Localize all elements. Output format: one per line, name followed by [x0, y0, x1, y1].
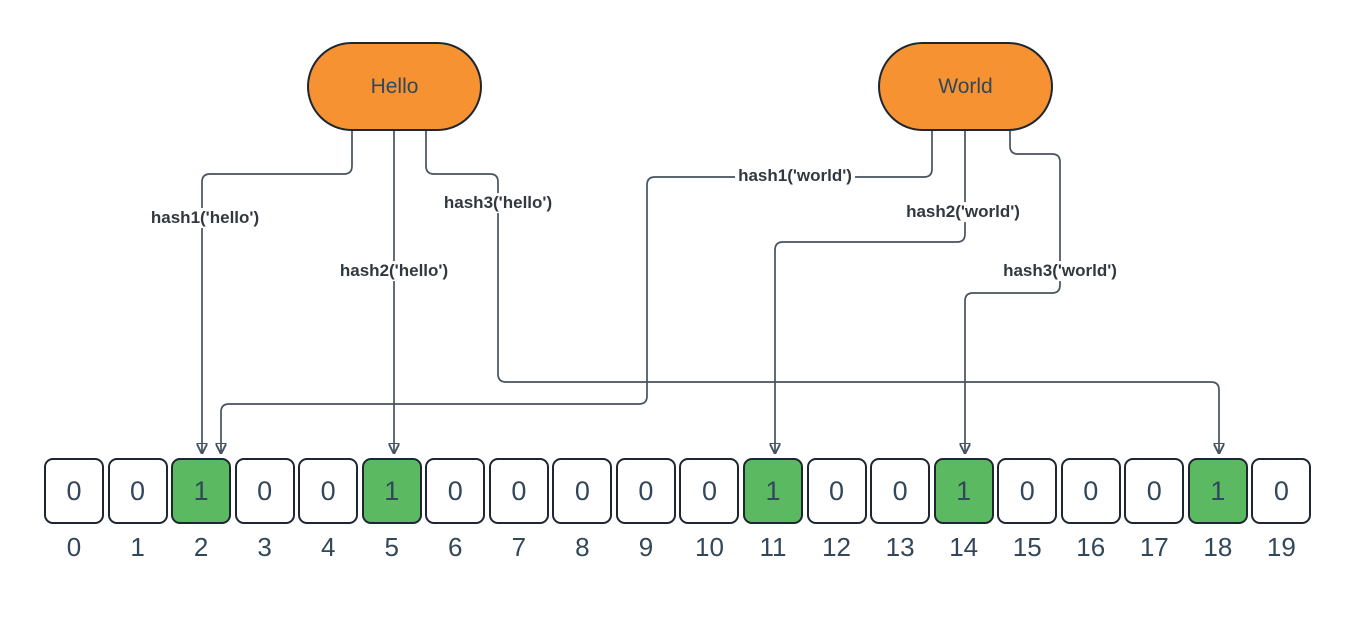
edge-hash1-hello [202, 131, 353, 453]
bit-index-5: 5 [384, 531, 399, 562]
bit-value: 0 [511, 475, 527, 506]
label-hash3-world: hash3('world') [1000, 261, 1120, 281]
bit-value: 0 [638, 475, 654, 506]
edge-hash3-hello [425, 131, 1219, 453]
bit-cell-9: 0 [615, 458, 676, 524]
bit-index-2: 2 [193, 531, 209, 562]
bit-row: 0 0 1 0 0 1 0 0 0 0 0 1 0 0 1 0 0 0 1 0 [44, 458, 1312, 524]
bit-index-13: 13 [885, 531, 915, 562]
bit-cell-5: 1 [361, 458, 422, 524]
bit-index-17: 17 [1139, 531, 1169, 562]
bit-cell-4: 0 [298, 458, 359, 524]
bit-index-9: 9 [638, 531, 654, 562]
bit-value: 1 [765, 475, 781, 506]
bit-value: 0 [1146, 475, 1162, 506]
bit-value: 0 [1273, 475, 1289, 506]
label-hash2-world: hash2('world') [903, 202, 1023, 222]
bit-value: 0 [701, 475, 717, 506]
bit-cell-13: 0 [870, 458, 931, 524]
bit-cell-6: 0 [425, 458, 486, 524]
bit-value: 0 [257, 475, 273, 506]
label-hash3-hello: hash3('hello') [440, 193, 556, 213]
bit-index-6: 6 [448, 531, 463, 562]
bit-cell-18: 1 [1187, 458, 1248, 524]
bit-value: 0 [574, 475, 590, 506]
edge-hash3-world [965, 131, 1061, 453]
bit-cell-10: 0 [679, 458, 740, 524]
bit-cell-7: 0 [488, 458, 549, 524]
label-hash1-world: hash1('world') [735, 166, 855, 186]
bit-cell-15: 0 [997, 458, 1058, 524]
node-world-label: World [938, 74, 993, 98]
bit-value: 0 [66, 475, 82, 506]
bit-index-7: 7 [511, 531, 527, 562]
bit-cell-8: 0 [552, 458, 613, 524]
bit-index-8: 8 [575, 531, 590, 562]
bit-index-14: 14 [949, 531, 979, 562]
bit-index-11: 11 [759, 531, 787, 562]
bit-value: 0 [1083, 475, 1099, 506]
edge-hash2-world [775, 131, 966, 453]
bit-index-15: 15 [1012, 531, 1042, 562]
bit-cell-3: 0 [234, 458, 295, 524]
bit-value: 1 [193, 475, 209, 506]
bit-cell-0: 0 [44, 458, 104, 524]
bit-value: 0 [1019, 475, 1035, 506]
node-hello: Hello [307, 42, 482, 131]
bit-value: 1 [1210, 475, 1226, 506]
bit-cell-14: 1 [933, 458, 994, 524]
bit-cell-11: 1 [743, 458, 804, 524]
bit-index-16: 16 [1076, 531, 1106, 562]
node-world: World [878, 42, 1053, 131]
bit-index-1: 1 [130, 531, 145, 562]
bit-cell-1: 0 [107, 458, 168, 524]
bit-index-4: 4 [320, 531, 336, 562]
bit-index-18: 18 [1203, 531, 1233, 562]
bit-value: 0 [447, 475, 463, 506]
node-hello-label: Hello [370, 74, 419, 98]
bit-value: 1 [956, 475, 972, 506]
bit-index-19: 19 [1266, 531, 1296, 562]
bit-cell-16: 0 [1060, 458, 1121, 524]
bit-value: 0 [892, 475, 908, 506]
bit-index-10: 10 [695, 531, 724, 562]
edge-hash1-world [221, 131, 933, 453]
bit-value: 0 [320, 475, 336, 506]
label-hash1-hello: hash1('hello') [147, 208, 263, 228]
bit-cell-12: 0 [806, 458, 867, 524]
bit-value: 1 [384, 475, 400, 506]
label-hash2-hello: hash2('hello') [336, 261, 452, 281]
bit-value: 0 [829, 475, 845, 506]
bit-value: 0 [130, 475, 146, 506]
bit-index-0: 0 [66, 531, 82, 562]
bit-index-12: 12 [822, 531, 852, 562]
bit-cell-19: 0 [1251, 458, 1312, 524]
bit-cell-17: 0 [1124, 458, 1185, 524]
bit-index-3: 3 [257, 531, 272, 562]
bit-cell-2: 1 [171, 458, 232, 524]
